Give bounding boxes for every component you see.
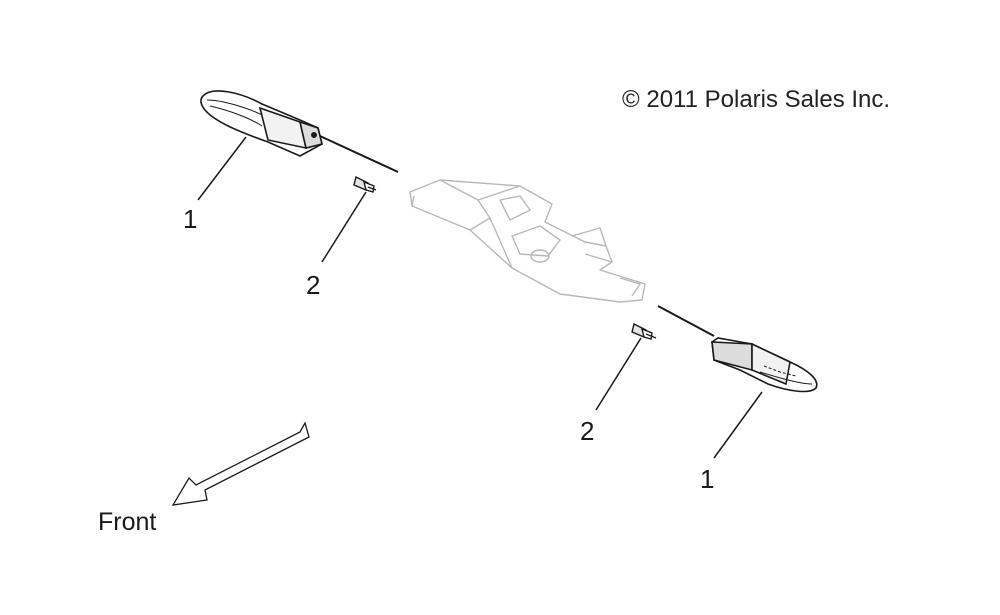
leader-right-bolt [595, 337, 642, 411]
right-turn-signal-lamp [657, 305, 818, 393]
callout-number-left-bolt: 2 [306, 270, 321, 300]
right-mounting-bolt [631, 322, 657, 340]
mounting-bracket-ghost [409, 179, 646, 303]
callout-leaders [197, 136, 763, 459]
leader-left-lamp [197, 136, 247, 201]
leader-left-bolt [321, 191, 367, 263]
leader-right-lamp [713, 391, 763, 459]
copyright-notice: © 2011 Polaris Sales Inc. [622, 86, 891, 113]
callout-number-right-lamp: 1 [700, 464, 715, 494]
callout-number-left-lamp: 1 [183, 204, 198, 234]
front-arrow-icon [171, 421, 310, 506]
left-turn-signal-lamp [200, 90, 399, 173]
front-direction-label: Front [98, 508, 157, 536]
callout-number-right-bolt: 2 [580, 416, 595, 446]
left-mounting-bolt [353, 175, 377, 193]
